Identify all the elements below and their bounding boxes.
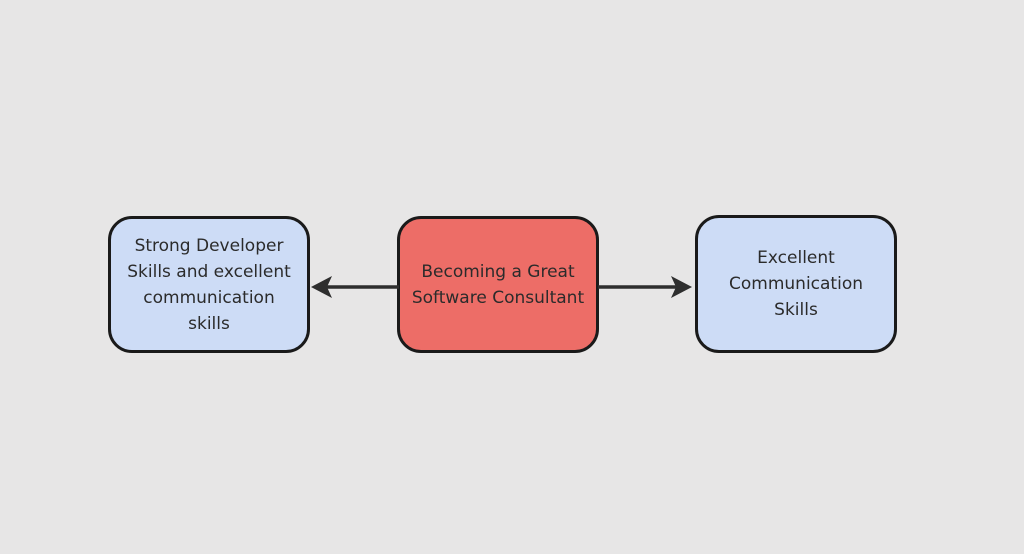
node-label-line: Becoming a Great xyxy=(421,261,575,282)
arrow-right-head xyxy=(671,276,692,298)
node-label-line: Strong Developer xyxy=(134,235,284,256)
arrow-left-head xyxy=(311,276,332,298)
node-strong-developer-skills: Strong Developer Skills and excellent co… xyxy=(108,216,310,353)
node-label-line: Software Consultant xyxy=(411,287,585,308)
node-label-line: Excellent xyxy=(757,248,835,268)
node-becoming-great-software-consultant: Becoming a Great Software Consultant xyxy=(397,216,599,353)
node-label-line: Communication Skills xyxy=(729,274,863,320)
arrow-left-icon xyxy=(311,276,399,298)
node-label: Excellent Communication Skills xyxy=(708,245,884,323)
node-label: Becoming a Great Software Consultant xyxy=(412,259,584,311)
node-label: Strong Developer Skills and excellent co… xyxy=(121,233,297,337)
node-label-line: communication skills xyxy=(143,287,275,334)
node-excellent-communication-skills: Excellent Communication Skills xyxy=(695,215,897,353)
arrow-right-icon xyxy=(598,276,692,298)
node-label-line: Skills and excellent xyxy=(127,261,291,282)
